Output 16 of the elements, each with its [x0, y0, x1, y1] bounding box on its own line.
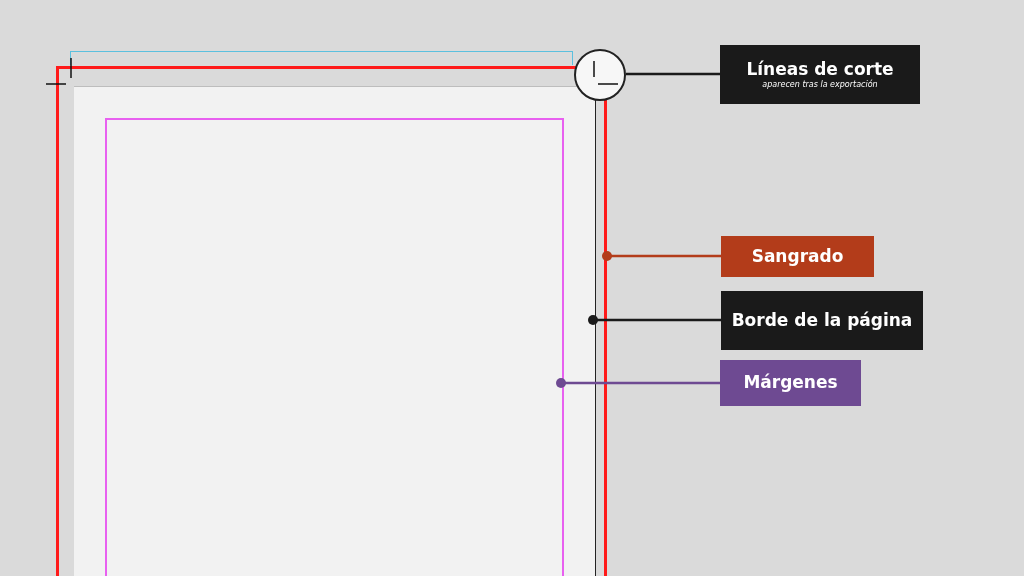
magnifier-circle [574, 49, 626, 101]
label-box [721, 236, 874, 277]
label-box [721, 291, 923, 350]
margin-outline [105, 118, 564, 576]
label-title: Márgenes [743, 373, 838, 393]
leader-line [588, 315, 721, 325]
label-box [720, 360, 861, 406]
label-title: Borde de la página [731, 310, 913, 331]
label-title: Líneas de corte [746, 60, 894, 80]
label-box [720, 45, 920, 104]
leader-line [556, 378, 720, 388]
slug-outline [70, 51, 573, 65]
leader-line [626, 72, 720, 76]
label-title: Sangrado [751, 246, 844, 267]
label-subtitle: aparecen tras la exportación [762, 79, 878, 89]
leader-line [602, 251, 721, 261]
